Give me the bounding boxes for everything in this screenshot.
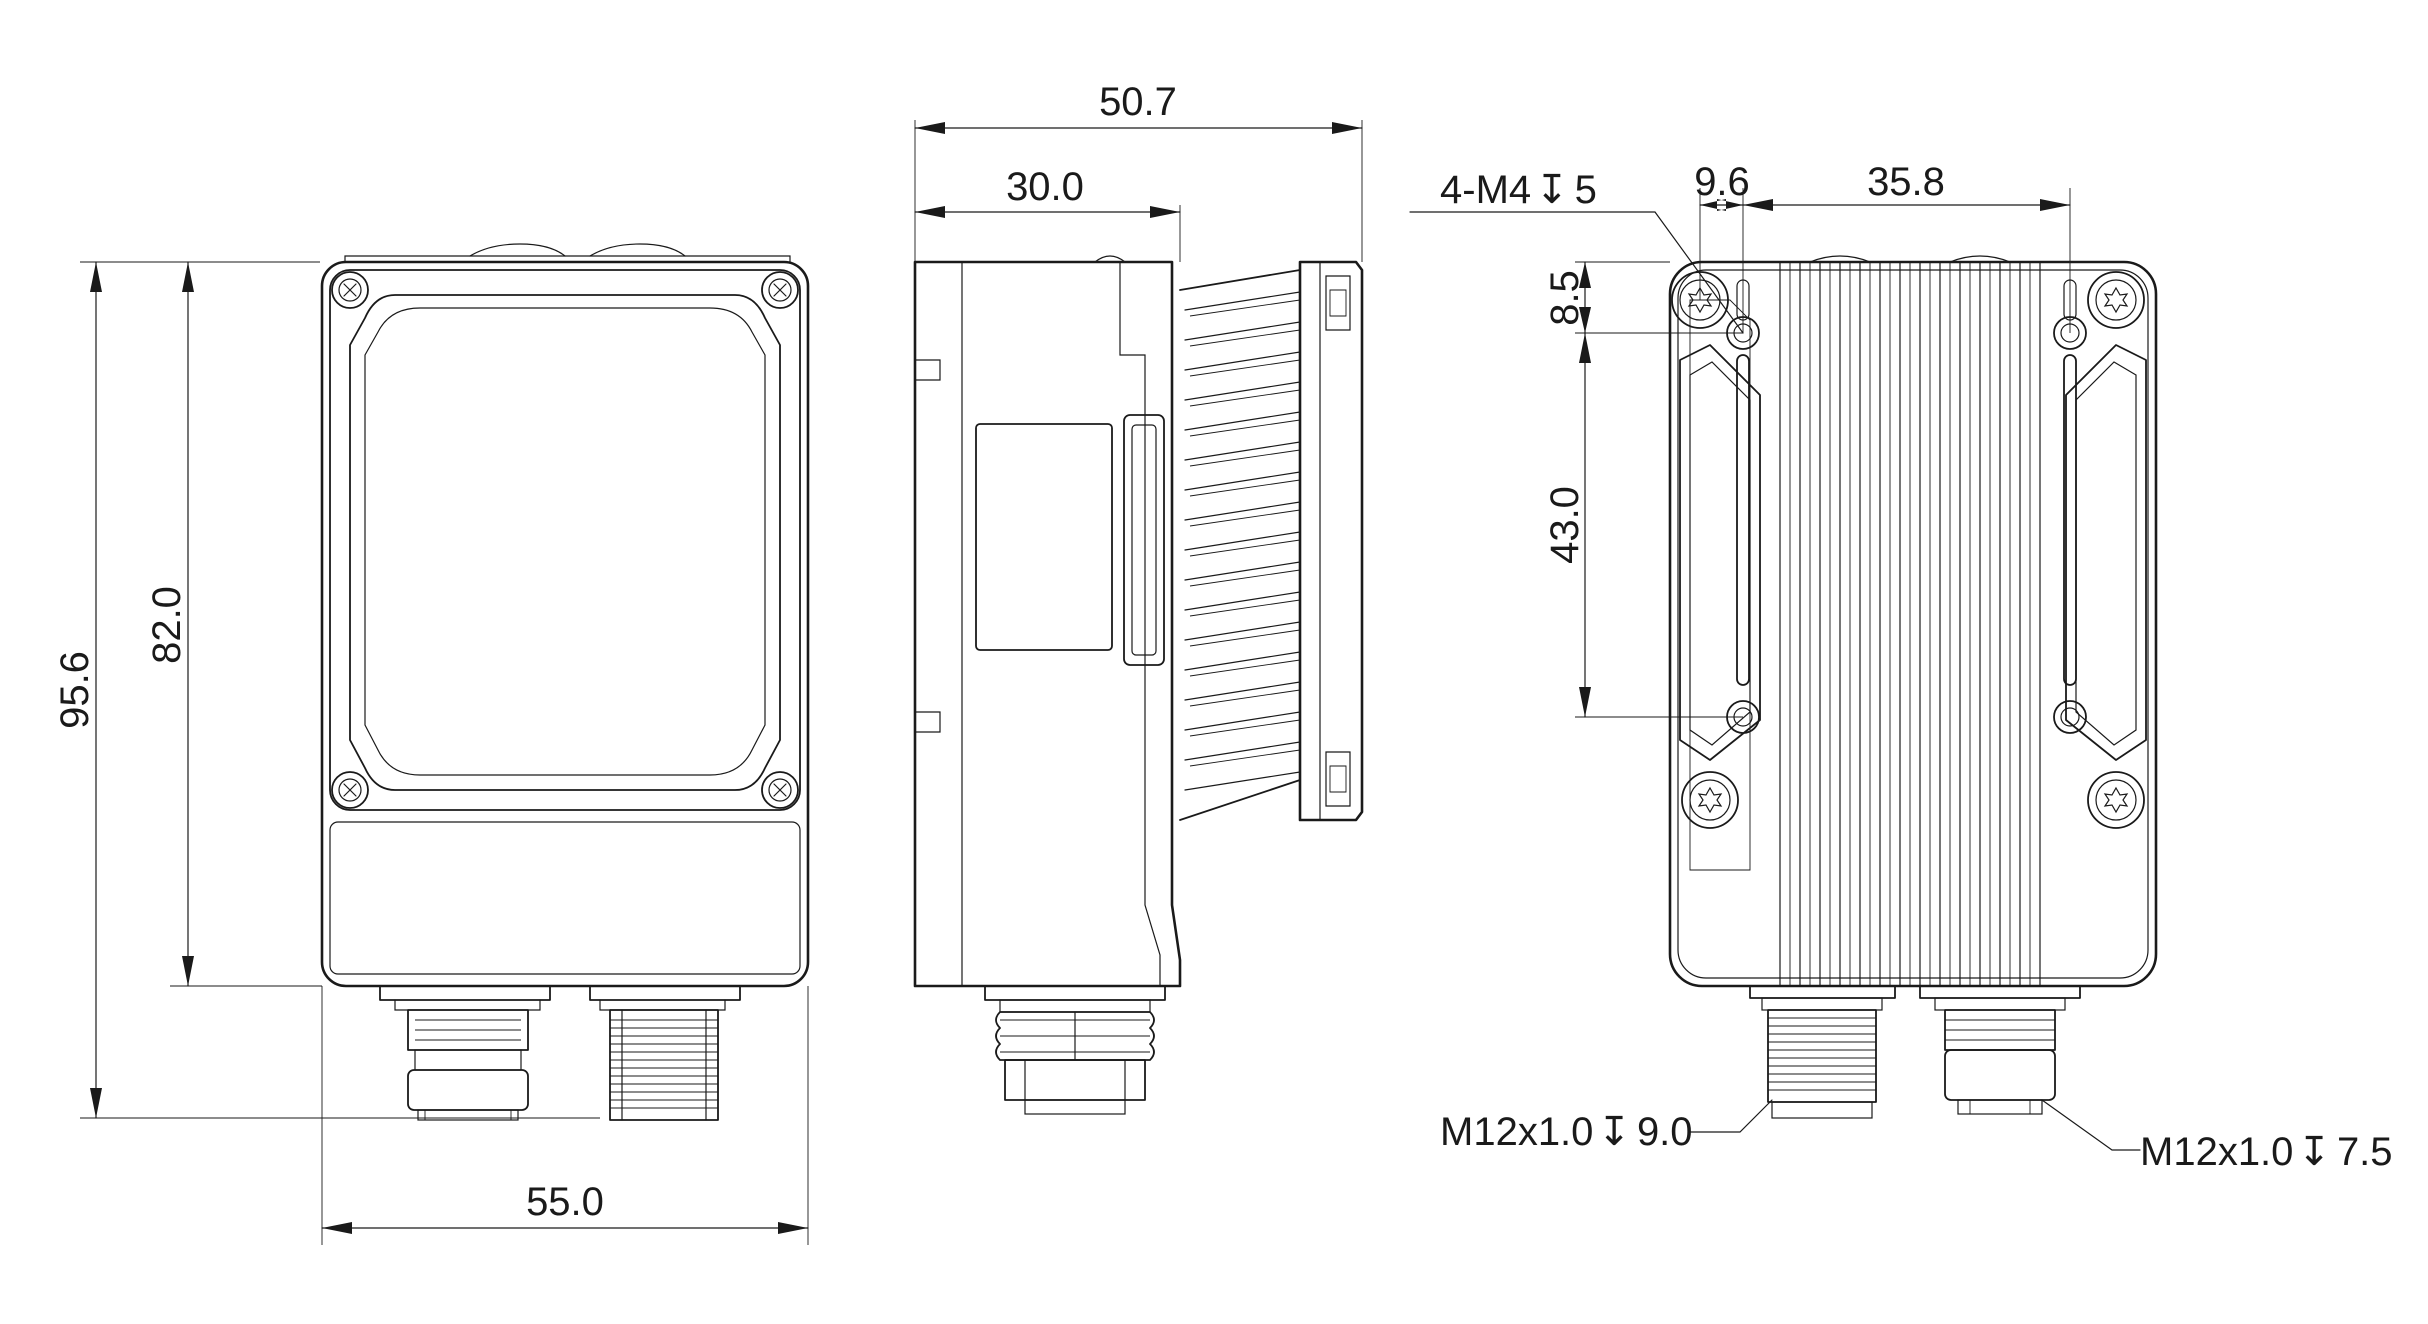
side-body-outline [913,260,1182,988]
dim-height-overall: 95.6 [53,651,97,729]
front-lens-frame [329,269,801,811]
dim-width: 55.0 [526,1180,604,1224]
torx-screw-icon [2087,771,2145,829]
front-lower-panel [329,821,801,975]
side-label-window [975,423,1113,651]
side-lens-housing [1298,260,1364,822]
side-view: 50.7 30.0 [913,80,1364,1115]
back-connector-left [1761,997,1883,1119]
torx-screw-icon [1681,771,1739,829]
front-view: 95.6 82.0 55.0 [53,243,810,1245]
front-connector-right [609,1009,719,1121]
dim-hole-offset-y: 8.5 [1543,270,1587,326]
back-cooling-fins [1779,261,2041,987]
dim-height-body: 82.0 [145,586,189,664]
screw-icon [761,271,799,309]
torx-screw-icon [2087,271,2145,329]
dim-hole-spacing-x: 35.8 [1867,160,1945,204]
callout-thread: 4-M4↧5 [1440,168,1597,212]
dim-hole-spacing-y: 43.0 [1543,486,1587,564]
callout-connector-left: M12x1.0↧9.0 [1440,1110,1693,1154]
back-body-outline [1668,260,2158,988]
back-connector-right [1934,997,2066,1115]
front-connector-left [407,1009,529,1121]
screw-icon [761,771,799,809]
back-view: 9.6 35.8 8.5 43.0 4-M4↧5 M12x1.0↧9.0 M12… [1409,160,2393,1174]
callout-connector-right: M12x1.0↧7.5 [2140,1130,2393,1174]
side-connector [984,985,1166,1115]
screw-icon [331,271,369,309]
side-heatsink-fins [1179,269,1301,821]
front-window-bezel [349,294,781,791]
front-window-glass [364,307,766,776]
dim-depth-body: 30.0 [1006,165,1084,209]
screw-icon [331,771,369,809]
front-body-outline [320,260,810,988]
dim-depth-overall: 50.7 [1099,80,1177,124]
dim-hole-offset-x: 9.6 [1694,160,1750,204]
